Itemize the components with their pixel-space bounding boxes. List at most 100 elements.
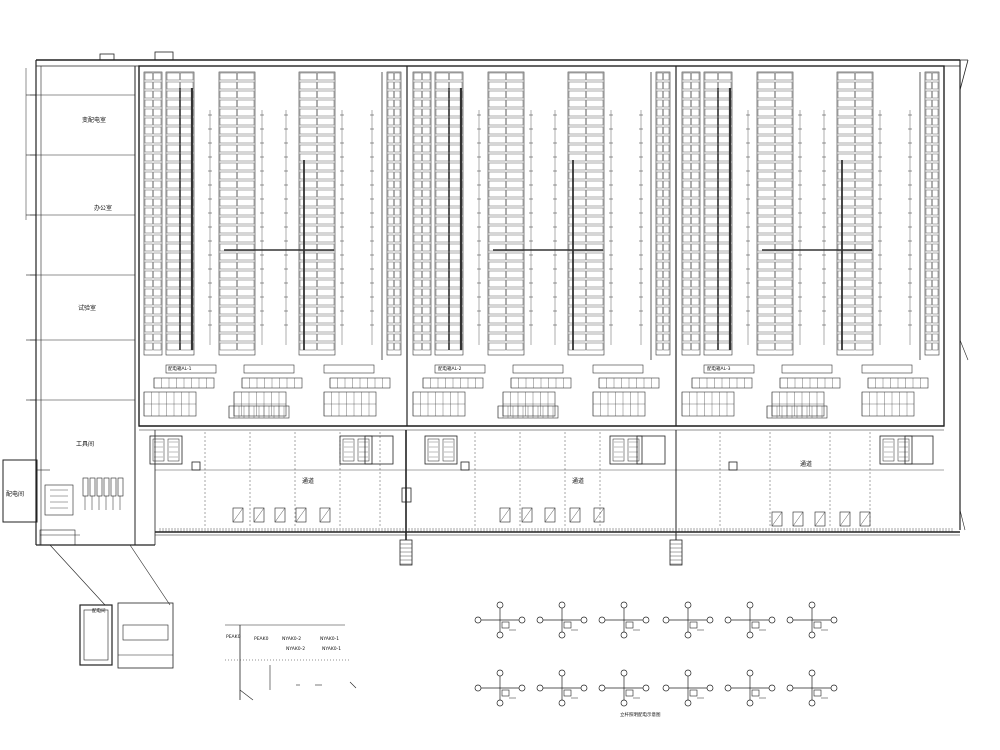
bay0-colA-cell-30b — [153, 342, 162, 351]
bay0-colE-cell-18a — [387, 234, 394, 243]
bay0-colB-cell-30a — [166, 342, 180, 351]
bay2-colA-cell-17a — [682, 225, 691, 234]
bay1-colC-cell-30b — [506, 342, 524, 351]
bay1-colA-cell-14a — [413, 198, 422, 207]
bay2-colC-cell-1b — [775, 81, 793, 90]
bay0-colD-cell-6a — [299, 126, 317, 135]
bay1-colB-cell-12a — [435, 180, 449, 189]
bay2-colC-cell-3a — [757, 99, 775, 108]
bay1-colE-cell-30a — [656, 342, 663, 351]
fixture-0-0-box — [501, 621, 510, 629]
bay1-colD-cell-10a — [568, 162, 586, 171]
bay2-colA-cell-29a — [682, 333, 691, 342]
bay0-colE-cell-27b — [394, 315, 401, 324]
bay2-colD-cell-11a — [837, 171, 855, 180]
bay2-colC-cell-9a — [757, 153, 775, 162]
bay0-colC-cell-7a — [219, 135, 237, 144]
bay2-colD-cell-27b — [855, 315, 873, 324]
fixture-0-0-bottom — [496, 631, 504, 639]
bay2-colB-cell-11a — [704, 171, 718, 180]
bay-label-3: 配电箱AL-3 — [707, 365, 731, 372]
bay1-colC-cell-27b — [506, 315, 524, 324]
floor-box-3 — [295, 507, 307, 523]
bay0-colC-cell-16b — [237, 216, 255, 225]
bay2-colB-cell-29a — [704, 333, 718, 342]
bay0-colE-cell-6a — [387, 126, 394, 135]
bay2-colE-cell-24a — [925, 288, 932, 297]
bay2-colA-cell-19a — [682, 243, 691, 252]
bay2-colA-cell-7a — [682, 135, 691, 144]
leader-1 — [49, 544, 106, 606]
bay1-colE-cell-14b — [663, 198, 670, 207]
bay1-colA-cell-5b — [422, 117, 431, 126]
bay2-colE-cell-16a — [925, 216, 932, 225]
bay1-colD-cell-25b — [586, 297, 604, 306]
bay0-colA-cell-17a — [144, 225, 153, 234]
bay0-colE-cell-23b — [394, 279, 401, 288]
bay0-colC-cell-15b — [237, 207, 255, 216]
bay0-colC-cell-4b — [237, 108, 255, 117]
floor-box-diag-0 — [232, 507, 244, 523]
bay1-colB-cell-1b — [449, 81, 463, 90]
bay2-colB-cell-28a — [704, 324, 718, 333]
bay0-colB-cell-9a — [166, 153, 180, 162]
bay1-colB-cell-4a — [435, 108, 449, 117]
bay0-colD-cell-2b — [317, 90, 335, 99]
bay0-colE-cell-29b — [394, 333, 401, 342]
fixture-4-1-left — [724, 684, 732, 692]
cabinet-3-a — [427, 438, 440, 462]
bay1-colB-cell-17a — [435, 225, 449, 234]
bay1-colB-cell-14a — [435, 198, 449, 207]
bay2-colA-cell-28b — [691, 324, 700, 333]
bay2-colD-cell-19a — [837, 243, 855, 252]
bay0-colE-cell-22b — [394, 270, 401, 279]
bay2-bottom-row-1 — [703, 364, 755, 374]
fixture-2-1-bottom — [620, 699, 628, 707]
bay1-colD-cell-13a — [568, 189, 586, 198]
bay1-colC-cell-15b — [506, 207, 524, 216]
bay0-colC-cell-5a — [219, 117, 237, 126]
bay1-colE-cell-27b — [663, 315, 670, 324]
bay1-colC-cell-13a — [488, 189, 506, 198]
bay2-colA-cell-4a — [682, 108, 691, 117]
bay1-colC-cell-26b — [506, 306, 524, 315]
bay1-colE-cell-16b — [663, 216, 670, 225]
bay0-colE-cell-30a — [387, 342, 394, 351]
bay0-colC-cell-10b — [237, 162, 255, 171]
bay0-colE-cell-7a — [387, 135, 394, 144]
bay1-colE-cell-21b — [663, 261, 670, 270]
bay1-colA-cell-26a — [413, 306, 422, 315]
bay2-colD-cell-23a — [837, 279, 855, 288]
bay0-colE-cell-2b — [394, 90, 401, 99]
bay1-colB-cell-5a — [435, 117, 449, 126]
bay0-colA-cell-20a — [144, 252, 153, 261]
bay2-colE-cell-21a — [925, 261, 932, 270]
bay1-colD-cell-29b — [586, 333, 604, 342]
bay2-colC-cell-18b — [775, 234, 793, 243]
bay2-colC-cell-11a — [757, 171, 775, 180]
bay2-colA-cell-1b — [691, 81, 700, 90]
bay0-colE-cell-5a — [387, 117, 394, 126]
bay2-colE-cell-0b — [932, 72, 939, 81]
bay1-colE-cell-11a — [656, 171, 663, 180]
fixture-3-1-right — [706, 684, 714, 692]
floor-box-diag-1 — [253, 507, 265, 523]
bay2-colE-cell-1a — [925, 81, 932, 90]
bay1-colB-cell-10a — [435, 162, 449, 171]
bay0-colB-outline — [165, 71, 195, 356]
fixture-2-0-left — [598, 616, 606, 624]
floor-box-diag-5 — [499, 507, 511, 523]
bay0-colE-cell-7b — [394, 135, 401, 144]
bay2-colE-cell-16b — [932, 216, 939, 225]
bay0-colB-cell-0b — [180, 72, 194, 81]
bay1-colB-cell-11a — [435, 171, 449, 180]
bay2-colC-cell-21b — [775, 261, 793, 270]
bay0-colD-cell-17a — [299, 225, 317, 234]
bay1-colD-cell-15a — [568, 207, 586, 216]
bay1-colD-cell-7a — [568, 135, 586, 144]
bay1-colB-cell-26a — [435, 306, 449, 315]
bay1-colC-cell-13b — [506, 189, 524, 198]
bay2-colC-cell-12a — [757, 180, 775, 189]
bay1-colC-cell-6a — [488, 126, 506, 135]
bay2-colA-cell-21b — [691, 261, 700, 270]
